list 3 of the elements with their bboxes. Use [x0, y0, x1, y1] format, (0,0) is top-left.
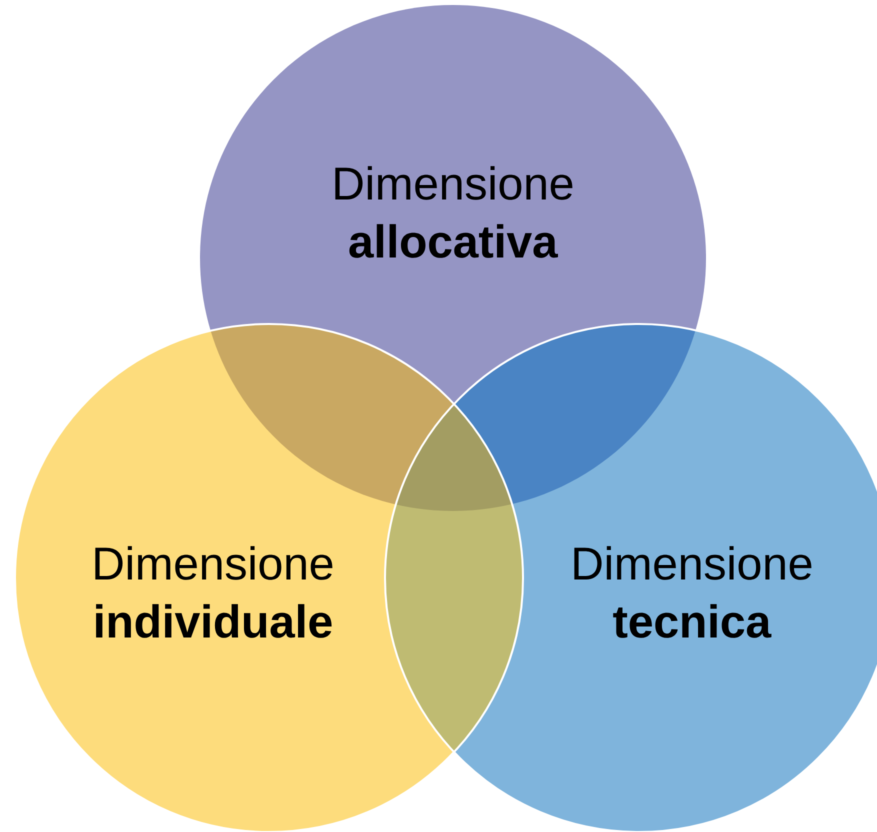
circle-label: Dimensione tecnica [574, 546, 812, 638]
circle-label: Dimensione individuale [95, 546, 332, 638]
circle-label: Dimensione allocativa [335, 166, 572, 258]
